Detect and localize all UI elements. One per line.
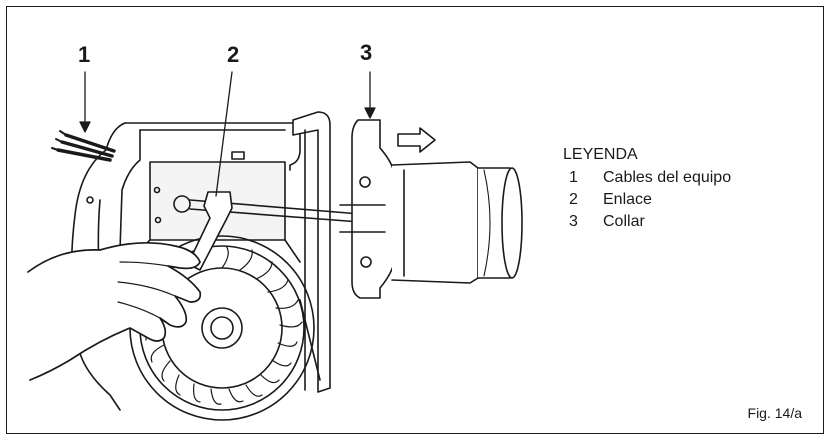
legend-item-number: 1 [569,169,578,186]
legend-item: 1 Cables del equipo [563,167,731,189]
arrow-right-icon [397,127,436,153]
hand-icon [27,241,202,381]
callout-1: 1 [78,42,91,67]
legend-item: 2 Enlace [563,189,731,211]
legend-item-number: 3 [569,213,578,230]
figure-frame [6,6,824,434]
legend-item: 3 Collar [563,211,731,233]
flange-plate [292,111,331,393]
callout-leaders [79,71,376,197]
wrench-icon [187,191,233,271]
legend-item-label: Enlace [603,191,652,208]
legend-item-number: 2 [569,191,578,208]
callout-3: 3 [360,40,373,65]
blast-tube [391,161,523,284]
legend-item-label: Cables del equipo [603,169,732,186]
callout-2: 2 [227,42,240,67]
legend-title: LEYENDA [563,146,638,163]
legend: LEYENDA 1 Cables del equipo 2 Enlace 3 C… [563,144,731,233]
collar [339,119,396,299]
figure-reference: Fig. 14/a [747,405,802,421]
legend-item-label: Collar [603,213,645,230]
equipment-cables [51,130,116,162]
